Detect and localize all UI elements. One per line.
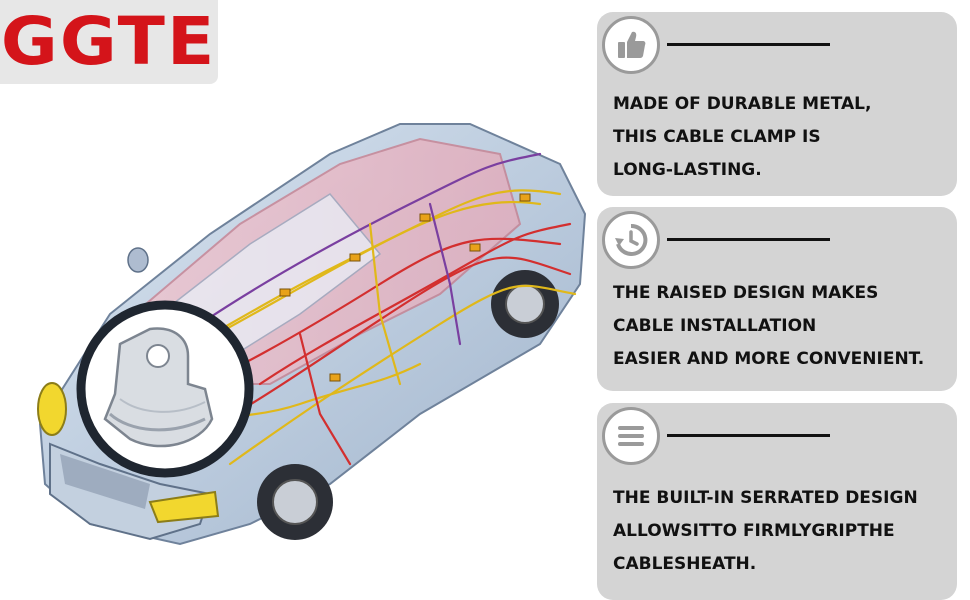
- feature-line: EASIER AND MORE CONVENIENT.: [613, 349, 925, 369]
- feature-line: ALLOWSITTO FIRMLYGRIPTHE: [613, 521, 895, 541]
- feature-line: LONG-LASTING.: [613, 160, 762, 180]
- feature-line: CABLE INSTALLATION: [613, 316, 817, 336]
- cable-clamp-inset: [76, 300, 254, 478]
- feature-line: CABLESHEATH.: [613, 554, 757, 574]
- divider-line: [667, 434, 830, 437]
- menu-lines-icon: [602, 407, 660, 465]
- feature-text: THE RAISED DESIGN MAKES CABLE INSTALLATI…: [613, 277, 924, 376]
- thumbs-up-icon: [602, 16, 660, 74]
- feature-line: THE RAISED DESIGN MAKES: [613, 283, 879, 303]
- feature-card-serrated: THE BUILT-IN SERRATED DESIGN ALLOWSITTO …: [597, 403, 957, 600]
- feature-line: MADE OF DURABLE METAL,: [613, 94, 872, 114]
- car-wiring-illustration: [37, 123, 587, 546]
- divider-line: [667, 238, 830, 241]
- feature-line: THE BUILT-IN SERRATED DESIGN: [613, 488, 918, 508]
- feature-card-raised-design: THE RAISED DESIGN MAKES CABLE INSTALLATI…: [597, 207, 957, 391]
- feature-line: THIS CABLE CLAMP IS: [613, 127, 821, 147]
- clock-refresh-icon: [602, 211, 660, 269]
- divider-line: [667, 43, 830, 46]
- brand-name: GGTE: [1, 3, 217, 80]
- feature-card-durable: MADE OF DURABLE METAL, THIS CABLE CLAMP …: [597, 12, 957, 196]
- brand-logo: GGTE: [0, 0, 218, 84]
- feature-text: THE BUILT-IN SERRATED DESIGN ALLOWSITTO …: [613, 482, 918, 581]
- feature-text: MADE OF DURABLE METAL, THIS CABLE CLAMP …: [613, 88, 871, 187]
